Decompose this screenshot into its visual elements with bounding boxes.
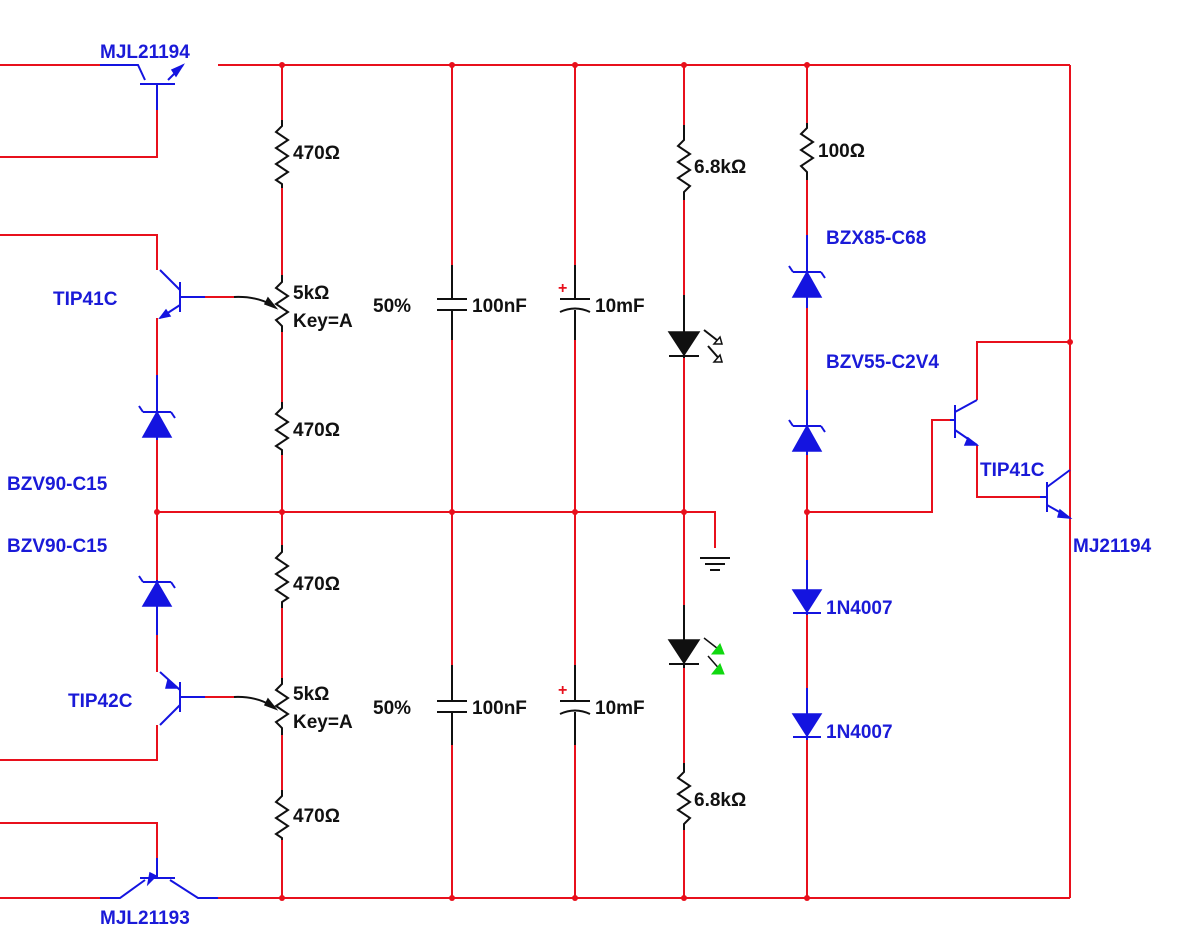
resistor-6k8-top <box>676 125 692 200</box>
ground-icon <box>700 557 730 571</box>
zener-bzv90-top <box>138 375 176 440</box>
label-tip41c-right: TIP41C <box>980 460 1045 481</box>
label-470-bottom: 470Ω <box>293 806 340 827</box>
label-pot-top-key: Key=A <box>293 311 353 332</box>
diode-1n4007-bottom <box>791 688 823 740</box>
polarity-plus-top: + <box>558 280 567 297</box>
led-bottom-green <box>667 605 725 675</box>
diode-1n4007-top <box>791 560 823 615</box>
label-pot-top-value: 5kΩ <box>293 283 329 304</box>
label-470-mid-top: 470Ω <box>293 420 340 441</box>
label-100-ohm: 100Ω <box>818 141 865 162</box>
label-bzv90-top: BZV90-C15 <box>7 474 108 495</box>
transistor-mjl21194 <box>100 63 185 110</box>
polarity-plus-bottom: + <box>558 682 567 699</box>
transistor-mjl21193 <box>100 858 218 899</box>
label-470-top: 470Ω <box>293 143 340 164</box>
label-bzv90-bottom: BZV90-C15 <box>7 536 108 557</box>
label-6k8-bottom: 6.8kΩ <box>694 790 746 811</box>
zener-bzv90-bottom <box>138 575 176 635</box>
label-10mf-bottom: 10mF <box>595 698 645 719</box>
label-pot-bottom-percent: 50% <box>373 698 411 719</box>
label-1n4007-bottom: 1N4007 <box>826 722 893 743</box>
transistor-tip41c-right <box>950 399 980 446</box>
potentiometer-bottom <box>233 678 290 735</box>
label-tip41c-left: TIP41C <box>53 289 118 310</box>
capacitor-10mf-bottom <box>559 665 591 745</box>
label-pot-bottom-value: 5kΩ <box>293 684 329 705</box>
resistor-470-top <box>274 120 290 188</box>
capacitor-100nf-top <box>437 265 467 340</box>
transistor-mj21194-right <box>1040 469 1073 519</box>
resistor-470-mid-top <box>274 402 290 455</box>
wires <box>0 64 1071 899</box>
zener-bzv55-c2v4 <box>788 390 826 455</box>
potentiometer-top <box>233 275 290 332</box>
resistor-470-bottom <box>274 790 290 840</box>
label-tip42c: TIP42C <box>68 691 133 712</box>
label-mj21194: MJ21194 <box>1073 536 1152 557</box>
junction-nodes <box>154 62 1073 901</box>
led-top-white <box>667 295 723 363</box>
label-pot-bottom-key: Key=A <box>293 712 353 733</box>
label-1n4007-top: 1N4007 <box>826 598 893 619</box>
resistor-6k8-bottom <box>676 763 692 830</box>
label-100nf-bottom: 100nF <box>472 698 527 719</box>
resistor-470-mid-bottom <box>274 545 290 608</box>
label-pot-top-percent: 50% <box>373 296 411 317</box>
label-6k8-top: 6.8kΩ <box>694 157 746 178</box>
transistor-tip42c-left <box>159 671 205 726</box>
label-100nf-top: 100nF <box>472 296 527 317</box>
transistor-tip41c-left <box>158 269 205 320</box>
capacitor-10mf-top <box>559 265 591 340</box>
zener-bzx85-c68 <box>788 235 826 308</box>
label-470-mid-bottom: 470Ω <box>293 574 340 595</box>
labels: MJL21194 MJL21193 TIP41C TIP42C BZV90-C1… <box>7 42 1152 929</box>
label-bzx85-c68: BZX85-C68 <box>826 228 926 249</box>
label-bzv55-c2v4: BZV55-C2V4 <box>826 352 939 373</box>
label-mjl21194: MJL21194 <box>100 42 190 63</box>
resistor-100-ohm <box>799 123 815 180</box>
label-10mf-top: 10mF <box>595 296 645 317</box>
label-mjl21193: MJL21193 <box>100 908 190 929</box>
capacitor-100nf-bottom <box>437 665 467 745</box>
